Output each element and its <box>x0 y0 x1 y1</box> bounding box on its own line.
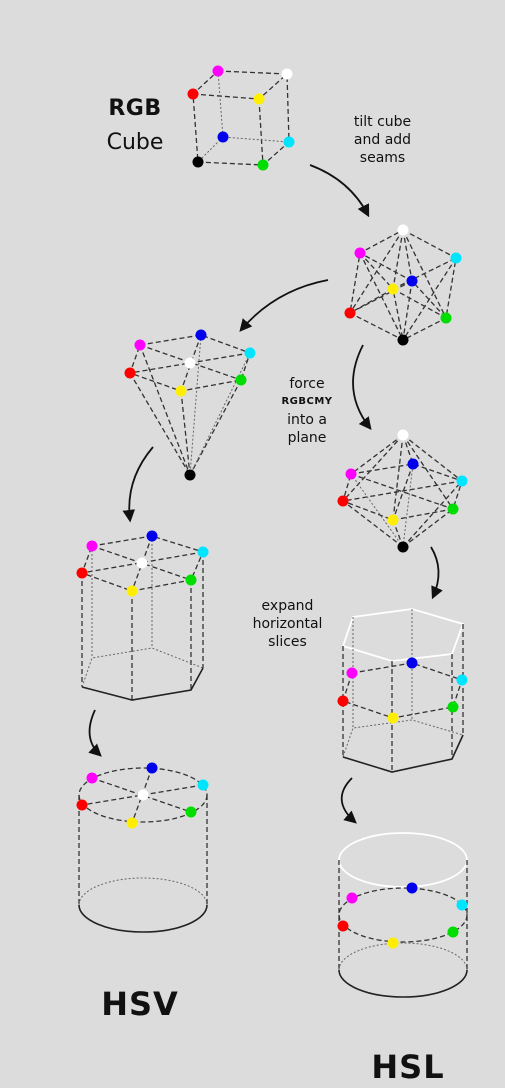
force-caption-line: into a <box>287 412 327 428</box>
arrow-to-hsl-cylinder <box>340 777 357 824</box>
red-dot <box>337 495 349 507</box>
force-caption-line: RGBCMY <box>281 396 333 407</box>
cyan-dot <box>283 136 295 148</box>
green-dot <box>447 503 459 515</box>
black-dot <box>184 469 196 481</box>
tilt-cube-caption: tilt cube and add seams <box>335 113 430 167</box>
blue-dot <box>146 762 158 774</box>
hsl-cylinder-vertices <box>337 882 468 949</box>
tilted-cube <box>349 229 457 341</box>
expand-caption-line: slices <box>268 634 307 650</box>
double-cone-vertices <box>337 429 468 553</box>
red-dot <box>344 307 356 319</box>
rgb-cube-vertices <box>187 65 295 171</box>
red-dot <box>76 567 88 579</box>
white-dot <box>136 557 148 569</box>
force-caption-line: plane <box>287 430 327 446</box>
cyan-dot <box>197 546 209 558</box>
magenta-dot <box>212 65 224 77</box>
green-dot <box>185 574 197 586</box>
black-dot <box>397 334 409 346</box>
hsv-prism-vertices <box>76 530 209 597</box>
green-dot <box>235 374 247 386</box>
arrow-to-hsl-prism <box>430 546 443 600</box>
white-dot <box>184 357 196 369</box>
blue-dot <box>406 275 418 287</box>
green-dot <box>257 159 269 171</box>
yellow-dot <box>126 585 138 597</box>
cyan-dot <box>456 674 468 686</box>
force-caption-line: force <box>289 376 325 392</box>
expand-slices-caption: expand horizontal slices <box>240 597 335 651</box>
cyan-dot <box>456 475 468 487</box>
hsv-label: HSV <box>101 985 179 1023</box>
yellow-dot <box>387 283 399 295</box>
magenta-dot <box>134 339 146 351</box>
black-dot <box>397 541 409 553</box>
green-dot <box>185 806 197 818</box>
arrows <box>88 164 443 824</box>
cyan-dot <box>450 252 462 264</box>
yellow-dot <box>387 712 399 724</box>
black-dot <box>192 156 204 168</box>
blue-dot <box>146 530 158 542</box>
yellow-dot <box>175 385 187 397</box>
red-dot <box>337 920 349 932</box>
yellow-dot <box>387 937 399 949</box>
magenta-dot <box>86 540 98 552</box>
arrow-tilt <box>309 164 370 218</box>
white-dot <box>137 789 149 801</box>
magenta-dot <box>86 772 98 784</box>
rgb-cube-subtitle: Cube <box>106 130 164 155</box>
red-dot <box>76 799 88 811</box>
force-plane-caption: force RGBCMY into a plane <box>262 375 352 447</box>
rgb-cube <box>192 70 290 166</box>
arrow-to-hsv-cylinder <box>88 709 102 757</box>
hsl-prism-vertices <box>337 657 468 724</box>
magenta-dot <box>346 667 358 679</box>
magenta-dot <box>345 468 357 480</box>
hex-cone-vertices <box>124 329 256 481</box>
expand-caption-line: horizontal <box>252 616 323 632</box>
red-dot <box>337 695 349 707</box>
tilt-caption-line: seams <box>359 150 406 166</box>
arrow-to-double-cone <box>352 344 372 430</box>
white-dot <box>397 429 409 441</box>
yellow-dot <box>253 93 265 105</box>
white-dot <box>281 68 293 80</box>
rgb-cube-title: RGB <box>108 96 162 121</box>
red-dot <box>124 367 136 379</box>
cyan-dot <box>197 779 209 791</box>
hsv-cylinder-vertices <box>76 762 209 829</box>
red-dot <box>187 88 199 100</box>
cyan-dot <box>456 899 468 911</box>
blue-dot <box>406 657 418 669</box>
double-cone <box>342 434 463 548</box>
expand-caption-line: expand <box>261 598 314 614</box>
blue-dot <box>195 329 207 341</box>
arrow-to-hex-cone <box>239 279 329 332</box>
hsl-cylinder <box>338 832 468 998</box>
white-dot <box>397 224 409 236</box>
green-dot <box>440 312 452 324</box>
hsl-label: HSL <box>371 1048 445 1086</box>
hsl-hex-prism <box>341 608 465 773</box>
tilt-caption-line: and add <box>353 132 412 148</box>
magenta-dot <box>354 247 366 259</box>
green-dot <box>447 926 459 938</box>
blue-dot <box>217 131 229 143</box>
blue-dot <box>407 458 419 470</box>
tilted-cube-vertices <box>344 224 462 346</box>
cyan-dot <box>244 347 256 359</box>
blue-dot <box>406 882 418 894</box>
tilt-caption-line: tilt cube <box>353 114 412 130</box>
yellow-dot <box>126 817 138 829</box>
green-dot <box>447 701 459 713</box>
arrow-to-hsv-prism <box>122 446 154 523</box>
yellow-dot <box>387 514 399 526</box>
magenta-dot <box>346 892 358 904</box>
